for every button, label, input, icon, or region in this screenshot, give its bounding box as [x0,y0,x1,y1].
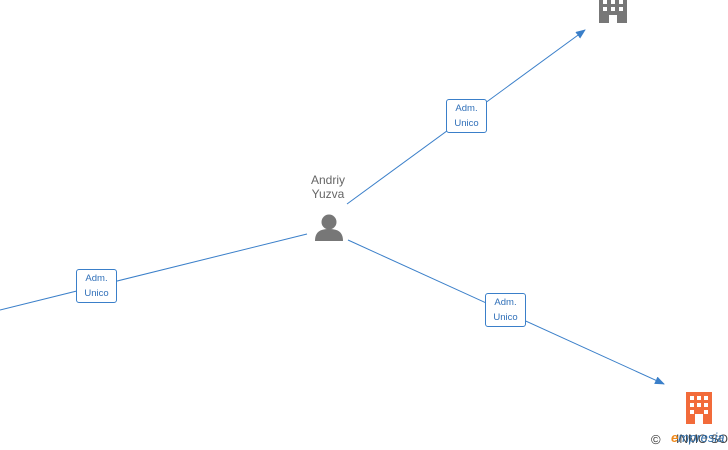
company-label-bottom[interactable]: INMO SOFIA 2020 SL [676,433,728,445]
building-icon-bottom[interactable] [686,392,712,424]
copyright-symbol: © [651,432,661,447]
brand-logo-text: mpresia [678,430,725,445]
relation-role-line1: Adm. [494,297,517,308]
building-icon-top[interactable] [599,0,627,23]
relation-role-line2: Unico [493,312,518,323]
person-icon[interactable] [315,214,343,242]
relation-label-top-right[interactable]: Adm. Unico [446,99,487,133]
edge-left [0,233,308,311]
relation-label-bottom-right[interactable]: Adm. Unico [485,293,526,327]
relation-role-line1: Adm. [85,273,108,284]
brand-logo-e: e [671,430,679,445]
person-name[interactable]: Andriy Yuzva [306,173,350,201]
relation-role-line2: Unico [454,118,479,129]
relation-label-left[interactable]: Adm. Unico [76,269,117,303]
person-name-line2: Yuzva [311,187,345,201]
person-name-line1: Andriy [310,173,345,187]
brand-logo: empresia [671,430,724,445]
relation-role-line1: Adm. [455,103,478,114]
relation-role-line2: Unico [84,288,109,299]
